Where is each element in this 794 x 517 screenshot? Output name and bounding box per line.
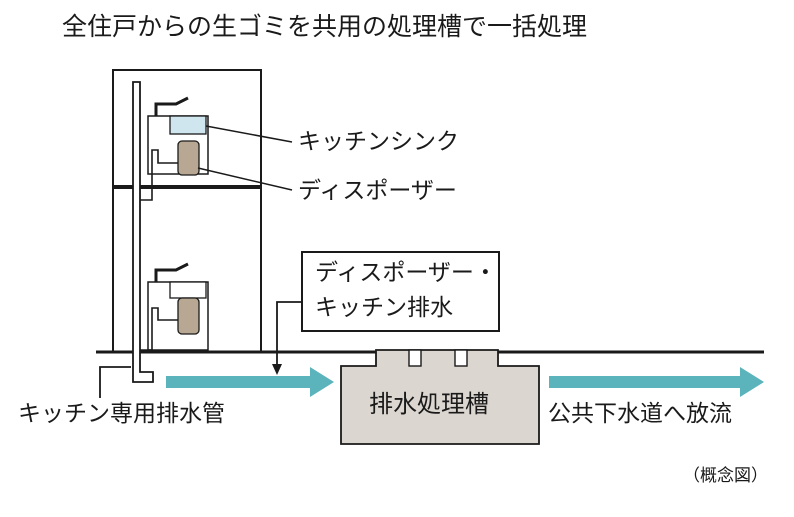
upper-sink-unit <box>140 96 209 201</box>
concept-note: （概念図） <box>683 466 768 486</box>
flow-arrow-head-2 <box>740 367 764 397</box>
lower-faucet <box>154 262 189 282</box>
public-sewer-label: 公共下水道へ放流 <box>548 401 732 427</box>
leader-drain <box>276 301 301 372</box>
kitchen-pipe <box>132 81 154 383</box>
dedicated-pipe-label: キッチン専用排水管 <box>18 401 225 427</box>
drain-callout-line1: ディスポーザー・ <box>315 260 497 286</box>
flow-arrow-shaft-1 <box>166 376 312 388</box>
flow-arrow-shaft-2 <box>549 376 742 388</box>
lower-sink-basin <box>169 281 207 299</box>
tank-hatch-1 <box>408 349 422 367</box>
upper-faucet <box>154 96 189 116</box>
lower-disposer <box>177 297 200 335</box>
leader-disposer <box>197 167 293 191</box>
leader-drain-arrowhead <box>272 364 282 375</box>
drain-callout-line2: キッチン排水 <box>315 295 453 321</box>
tank-hatch-2 <box>454 349 468 367</box>
upper-disposer <box>177 140 200 176</box>
lower-sink-unit <box>140 262 209 351</box>
kitchen-sink-label: キッチンシンク <box>298 129 459 155</box>
upper-sink-basin <box>169 115 207 135</box>
disposer-label: ディスポーザー <box>298 178 457 204</box>
drain-callout-box: ディスポーザー・ キッチン排水 <box>301 251 500 332</box>
treatment-tank-label: 排水処理槽 <box>369 390 489 418</box>
flow-arrow-head-1 <box>310 367 334 397</box>
leader-sink <box>205 125 293 143</box>
diagram-title: 全住戸からの生ゴミを共用の処理槽で一括処理 <box>62 12 588 41</box>
treatment-tank <box>340 349 540 445</box>
leader-pipe <box>99 366 131 398</box>
